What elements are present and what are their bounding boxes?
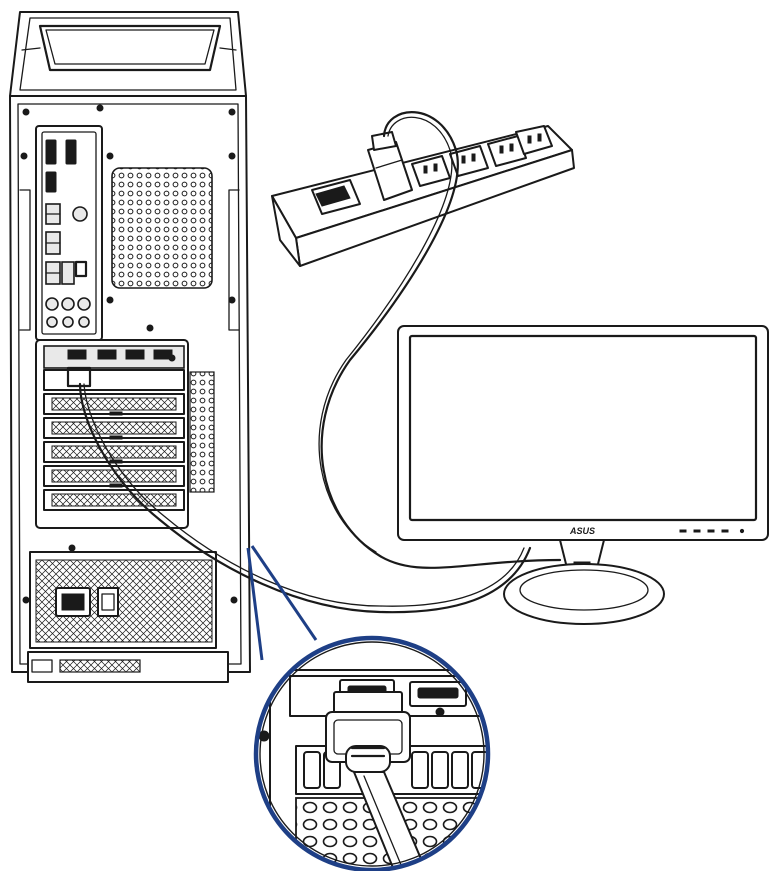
cables xyxy=(78,111,562,614)
zoom-callout xyxy=(246,545,491,871)
hdmi-plug xyxy=(325,691,431,870)
chassis-screws xyxy=(20,104,238,604)
rear-io-panel xyxy=(35,125,103,341)
monitor: ASUS xyxy=(397,325,769,625)
power-strip xyxy=(271,125,575,267)
monitor-brand-logo: ASUS xyxy=(569,526,595,536)
power-supply xyxy=(29,551,217,649)
expansion-slots xyxy=(35,339,189,529)
hdmi-cable xyxy=(78,382,532,614)
outlet-sockets xyxy=(411,125,553,187)
monitor-power-cable xyxy=(320,111,562,569)
desktop-tower xyxy=(9,11,251,683)
fan-vent xyxy=(111,167,213,289)
side-vent xyxy=(189,371,215,493)
